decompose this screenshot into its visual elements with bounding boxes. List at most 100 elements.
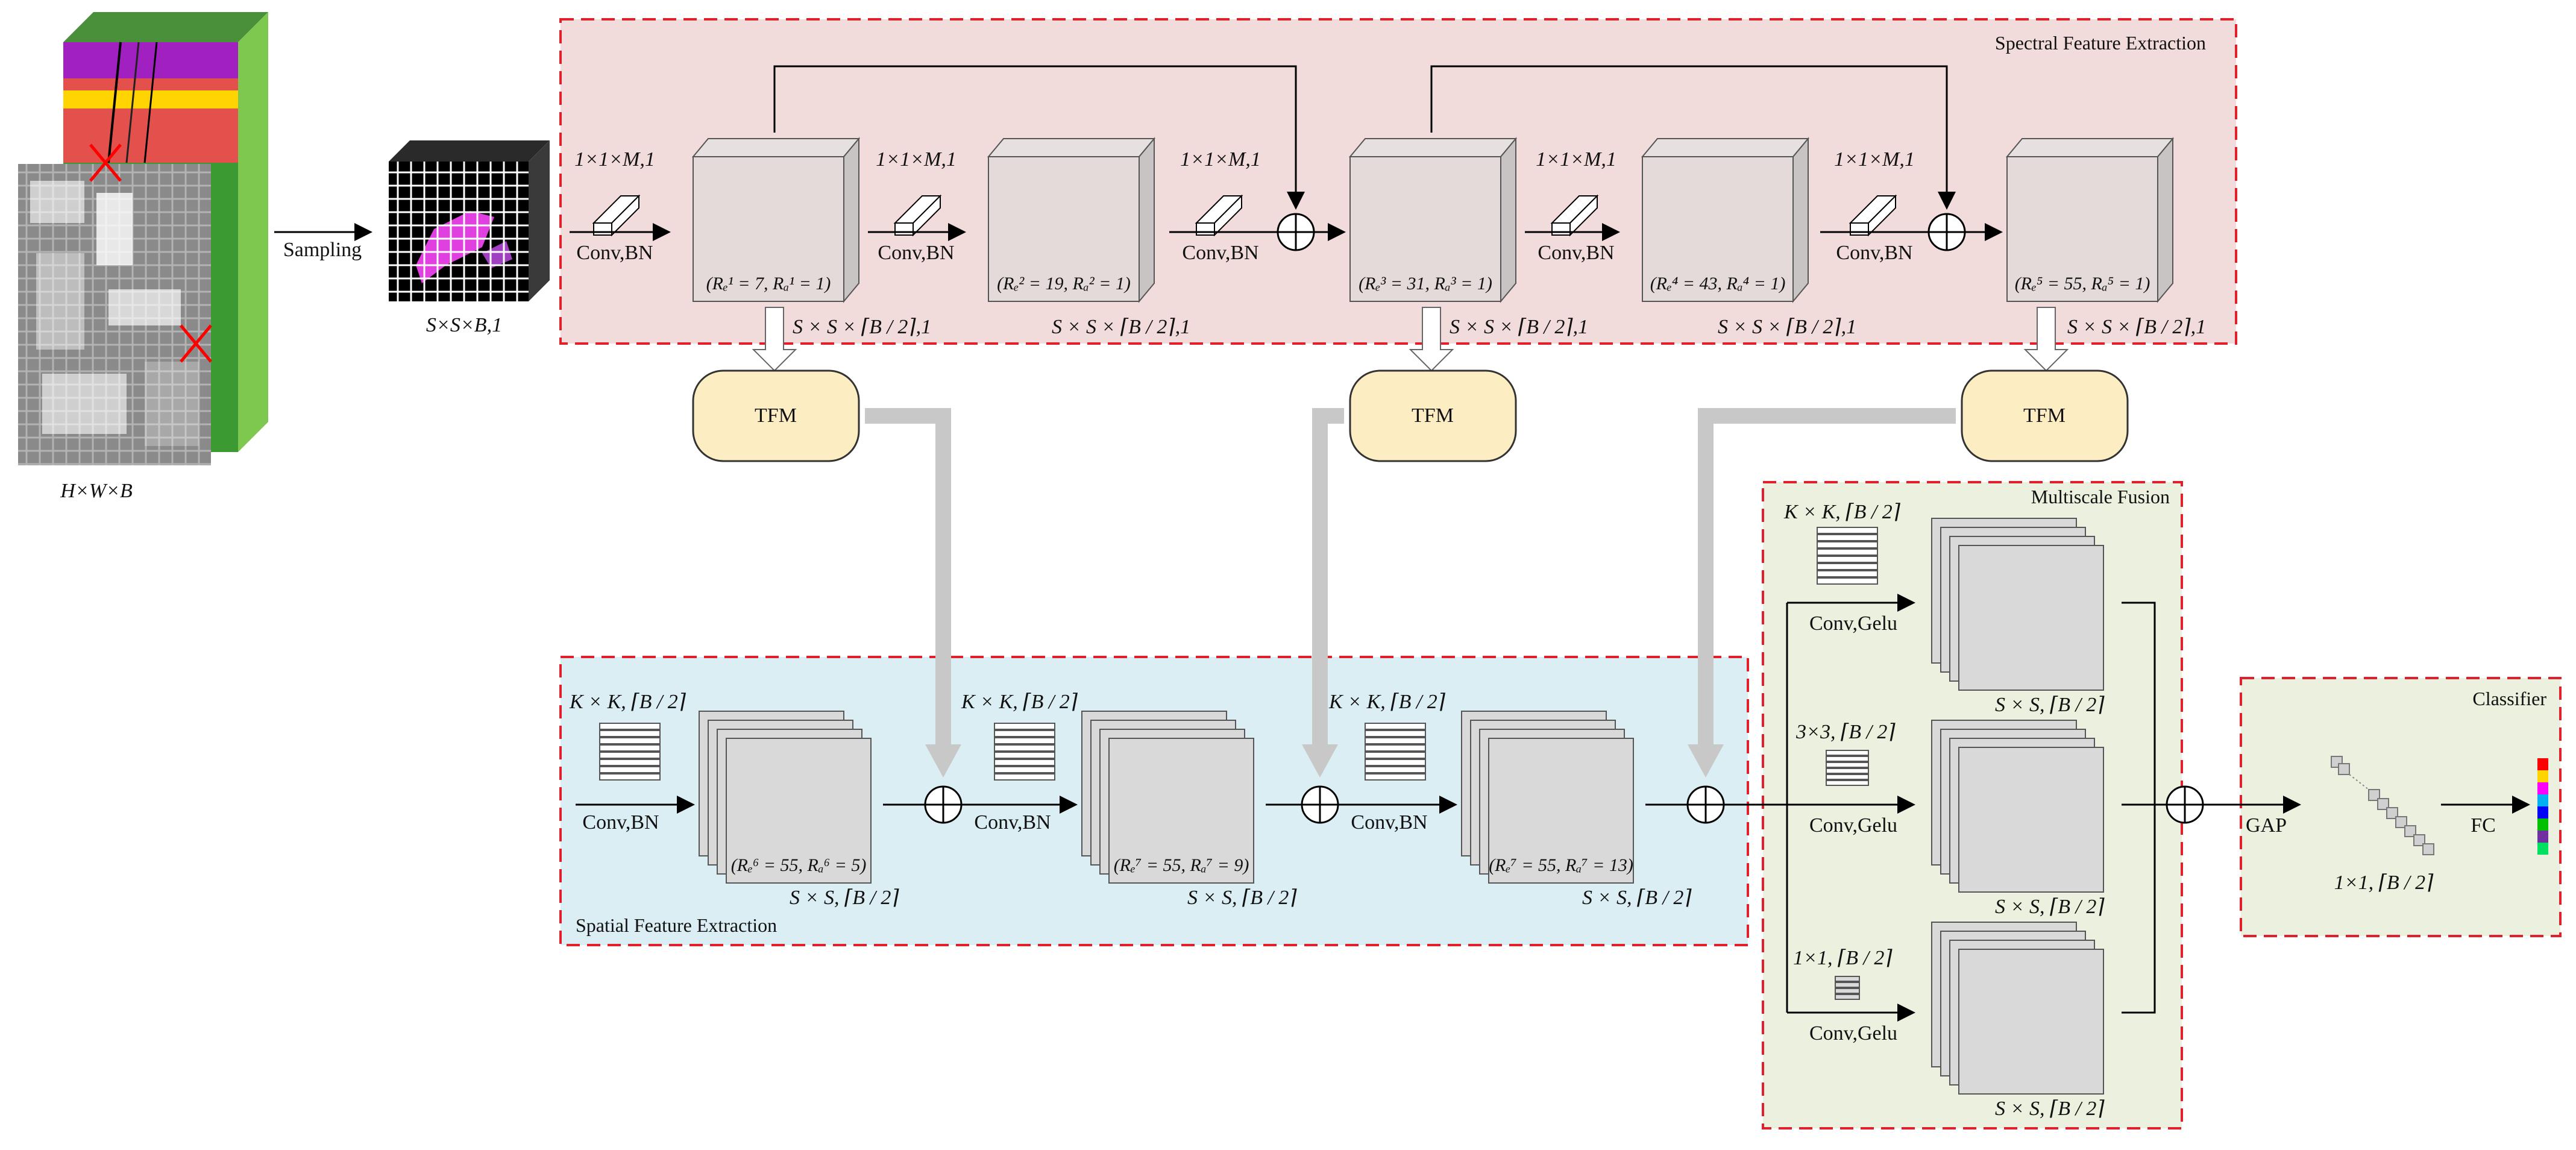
- spectral-op-label: Conv,BN: [878, 242, 954, 264]
- spectral-add-node: [1277, 213, 1315, 251]
- class-output-vector: [2537, 758, 2548, 855]
- spectral-kernel-label: 1×1×M,1: [574, 148, 655, 171]
- spectral-kernel-label: 1×1×M,1: [1834, 148, 1915, 171]
- spectral-block-params: (Rₑ⁴ = 43, Rₐ⁴ = 1): [1650, 274, 1786, 294]
- class-output-cell: [2537, 819, 2548, 831]
- spatial-block-2: [1081, 711, 1254, 884]
- spatial-op-label: Conv,BN: [582, 811, 659, 834]
- spectral-output-label: S × S × ⌈B / 2⌉,1: [1052, 316, 1190, 338]
- spatial-op-label: Conv,BN: [1351, 811, 1427, 834]
- tfm-arrowheads: [925, 744, 1724, 778]
- tfm-box: [1349, 369, 1517, 462]
- spatial-output-label: S × S, ⌈B / 2⌉: [790, 887, 899, 909]
- class-output-cell: [2537, 843, 2548, 855]
- spectral-block-1: [691, 137, 861, 303]
- classifier-section: [2240, 677, 2562, 937]
- spectral-output-label: S × S × ⌈B / 2⌉,1: [793, 316, 931, 338]
- spectral-block-params: (Rₑ⁵ = 55, Rₐ⁵ = 1): [2015, 274, 2150, 294]
- class-output-cell: [2537, 831, 2548, 843]
- spectral-kernel-icon: [1195, 194, 1243, 237]
- spatial-add-node: [1686, 785, 1725, 824]
- spectral-op-label: Conv,BN: [576, 242, 653, 264]
- tfm-box: [1961, 369, 2129, 462]
- spatial-kernel-label: K × K, ⌈B / 2⌉: [1328, 691, 1446, 713]
- spectral-block-params: (Rₑ³ = 31, Rₐ³ = 1): [1359, 274, 1492, 294]
- spectral-section-title: Spectral Feature Extraction: [1995, 32, 2206, 54]
- tfm-input-arrow: [752, 307, 2069, 372]
- spectral-block-4: [1641, 137, 1810, 303]
- spatial-output-label: S × S, ⌈B / 2⌉: [1582, 887, 1692, 909]
- spatial-kernel-stack: [1365, 723, 1426, 781]
- multiscale-section-title: Multiscale Fusion: [2031, 486, 2170, 507]
- sampling-label: Sampling: [283, 239, 362, 261]
- spectral-block-5: [2005, 137, 2175, 303]
- spatial-kernel-label: K × K, ⌈B / 2⌉: [961, 691, 1078, 713]
- spectral-output-label: S × S × ⌈B / 2⌉,1: [2067, 316, 2206, 338]
- multiscale-op-label: Conv,Gelu: [1809, 1022, 1897, 1045]
- multiscale-kernel-stack-kxk: [1817, 527, 1878, 585]
- spectral-block-params: (Rₑ² = 19, Rₐ² = 1): [997, 274, 1131, 294]
- spatial-block-params: (Rₑ⁷ = 55, Rₐ⁷ = 13): [1489, 855, 1633, 875]
- spectral-kernel-label: 1×1×M,1: [1536, 148, 1616, 171]
- spatial-block-params: (Rₑ⁶ = 55, Rₐ⁶ = 5): [731, 855, 867, 875]
- input-patch: [389, 140, 550, 301]
- spectral-output-label: S × S × ⌈B / 2⌉,1: [1718, 316, 1856, 338]
- multiscale-op-label: Conv,Gelu: [1809, 814, 1897, 837]
- tfm-box: [692, 369, 860, 462]
- spatial-op-label: Conv,BN: [974, 811, 1051, 834]
- spatial-block-params: (Rₑ⁷ = 55, Rₐ⁷ = 9): [1114, 855, 1249, 875]
- class-output-cell: [2537, 782, 2548, 794]
- gap-label: GAP: [2246, 814, 2287, 837]
- multiscale-kernel-label: 3×3, ⌈B / 2⌉: [1795, 721, 1896, 743]
- multiscale-output-label: S × S, ⌈B / 2⌉: [1995, 694, 2105, 716]
- multiscale-block-3x3: [1931, 720, 2104, 893]
- spatial-add-node: [924, 785, 963, 824]
- cube-size-label: H×W×B: [60, 480, 133, 502]
- spectral-op-label: Conv,BN: [1538, 242, 1614, 264]
- spectral-block-2: [987, 137, 1156, 303]
- tfm-label: TFM: [1412, 404, 1454, 427]
- spectral-block-3: [1348, 137, 1518, 303]
- classifier-section-title: Classifier: [2472, 688, 2546, 709]
- class-output-cell: [2537, 770, 2548, 782]
- class-output-cell: [2537, 758, 2548, 770]
- spectral-kernel-icon: [1849, 194, 1897, 237]
- gap-vector: [2331, 756, 2434, 855]
- gap-vector-label: 1×1, ⌈B / 2⌉: [2334, 872, 2434, 894]
- multiscale-kernel-label: K × K, ⌈B / 2⌉: [1783, 501, 1901, 523]
- multiscale-output-label: S × S, ⌈B / 2⌉: [1995, 896, 2105, 918]
- spectral-kernel-label: 1×1×M,1: [1180, 148, 1261, 171]
- spatial-block-3: [1461, 711, 1634, 884]
- spatial-section-title: Spatial Feature Extraction: [576, 914, 777, 936]
- spatial-kernel-label: K × K, ⌈B / 2⌉: [569, 691, 686, 713]
- multiscale-output-label: S × S, ⌈B / 2⌉: [1995, 1098, 2105, 1120]
- class-output-cell: [2537, 806, 2548, 819]
- spectral-op-label: Conv,BN: [1836, 242, 1912, 264]
- spectral-op-label: Conv,BN: [1182, 242, 1258, 264]
- tfm-label: TFM: [2023, 404, 2066, 427]
- spectral-add-node: [1927, 213, 1966, 251]
- class-output-cell: [2537, 794, 2548, 806]
- multiscale-block-kxk: [1931, 518, 2104, 691]
- fc-label: FC: [2471, 814, 2496, 837]
- spatial-block-1: [699, 711, 872, 884]
- multiscale-block-1x1: [1931, 922, 2104, 1095]
- spatial-output-label: S × S, ⌈B / 2⌉: [1187, 887, 1297, 909]
- multiscale-kernel-stack-3x3: [1826, 750, 1869, 786]
- spectral-kernel-label: 1×1×M,1: [876, 148, 957, 171]
- spectral-block-params: (Rₑ¹ = 7, Rₐ¹ = 1): [706, 274, 831, 294]
- multiscale-kernel-label: 1×1, ⌈B / 2⌉: [1793, 947, 1893, 969]
- tfm-to-spatial-arrows: [865, 408, 1956, 747]
- patch-size-label: S×S×B,1: [426, 314, 502, 336]
- spectral-arrows: [570, 65, 2003, 241]
- multiscale-kernel-stack-1x1: [1835, 976, 1860, 1000]
- tfm-label: TFM: [755, 404, 797, 427]
- spectral-output-label: S × S × ⌈B / 2⌉,1: [1450, 316, 1588, 338]
- hyperspectral-cube: [18, 12, 268, 465]
- spatial-kernel-stack: [599, 723, 661, 781]
- spatial-add-node: [1301, 785, 1339, 824]
- fusion-add-node: [2166, 785, 2204, 824]
- multiscale-op-label: Conv,Gelu: [1809, 612, 1897, 635]
- multiscale-branch-lines: [1786, 594, 2301, 1022]
